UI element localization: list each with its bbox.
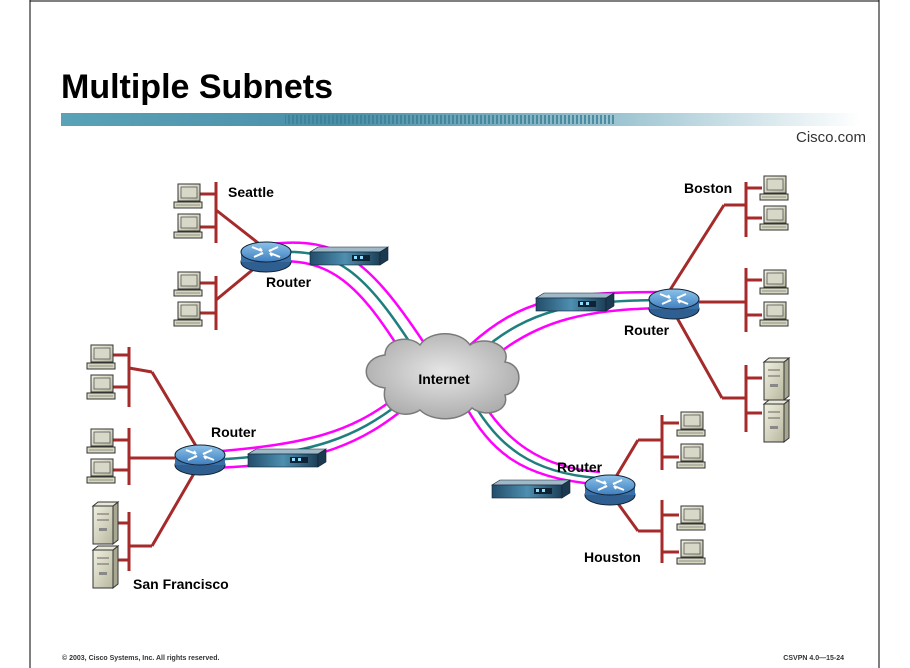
copyright-footer: © 2003, Cisco Systems, Inc. All rights r…	[62, 655, 220, 662]
internet-cloud-icon	[365, 333, 520, 420]
site-label-boston: Boston	[684, 180, 732, 196]
workstation-icon	[173, 213, 203, 239]
workstation-icon	[676, 411, 706, 437]
router-label: Router	[557, 459, 603, 475]
workstation-icon	[86, 458, 116, 484]
workstation-icon	[676, 539, 706, 565]
workstation-icon	[86, 344, 116, 370]
workstation-icon	[759, 269, 789, 295]
server-icon	[92, 501, 119, 545]
workstation-icon	[173, 271, 203, 297]
vpn-concentrator-icon	[309, 246, 389, 266]
boston-workstations	[759, 175, 790, 443]
site-label-houston: Houston	[584, 549, 641, 565]
workstation-icon	[759, 175, 789, 201]
vpn-concentrator-icon	[247, 448, 327, 468]
router-icon	[174, 444, 226, 476]
router-label: Router	[624, 322, 670, 338]
san-francisco-workstations	[86, 344, 119, 589]
router-label: Router	[266, 274, 312, 290]
vpn-tunnels	[209, 241, 661, 486]
server-icon	[763, 357, 790, 401]
houston-workstations	[676, 411, 706, 565]
seattle-workstations	[173, 183, 203, 327]
site-label-san-francisco: San Francisco	[133, 576, 229, 592]
workstation-icon	[676, 443, 706, 469]
server-icon	[92, 545, 119, 589]
router-label: Router	[211, 424, 257, 440]
slide-title: Multiple Subnets	[61, 68, 333, 106]
workstation-icon	[173, 301, 203, 327]
internet-label: Internet	[418, 371, 470, 387]
workstation-icon	[676, 505, 706, 531]
workstation-icon	[759, 205, 789, 231]
cisco-brand-label: Cisco.com	[795, 129, 866, 146]
workstation-icon	[173, 183, 203, 209]
course-code-footer: CSVPN 4.0—15-24	[783, 655, 844, 662]
router-icon	[240, 241, 292, 273]
workstation-icon	[759, 301, 789, 327]
workstation-icon	[86, 428, 116, 454]
site-label-seattle: Seattle	[228, 184, 274, 200]
vpn-concentrator-icon	[535, 292, 615, 312]
router-icon	[648, 288, 700, 320]
workstation-icon	[86, 374, 116, 400]
vpn-concentrator-icon	[491, 479, 571, 499]
router-icon	[584, 474, 636, 506]
server-icon	[763, 399, 790, 443]
